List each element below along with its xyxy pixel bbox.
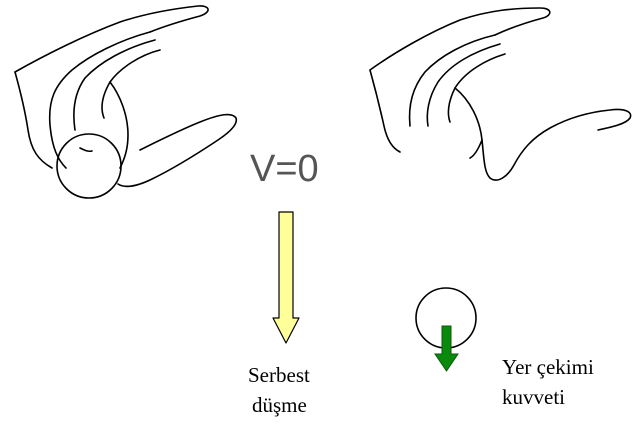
gravity-arrow-icon bbox=[435, 326, 458, 371]
ball-held-icon bbox=[57, 134, 121, 198]
velocity-label: V=0 bbox=[250, 148, 319, 191]
gravity-label-line2: kuvveti bbox=[502, 385, 565, 410]
fall-arrow-icon bbox=[273, 212, 299, 343]
free-fall-label-line1: Serbest bbox=[248, 363, 310, 388]
left-hand-icon bbox=[15, 6, 236, 186]
gravity-label-line1: Yer çekimi bbox=[502, 355, 594, 380]
free-fall-label-line2: düşme bbox=[252, 393, 307, 418]
right-hand-icon bbox=[370, 8, 631, 180]
